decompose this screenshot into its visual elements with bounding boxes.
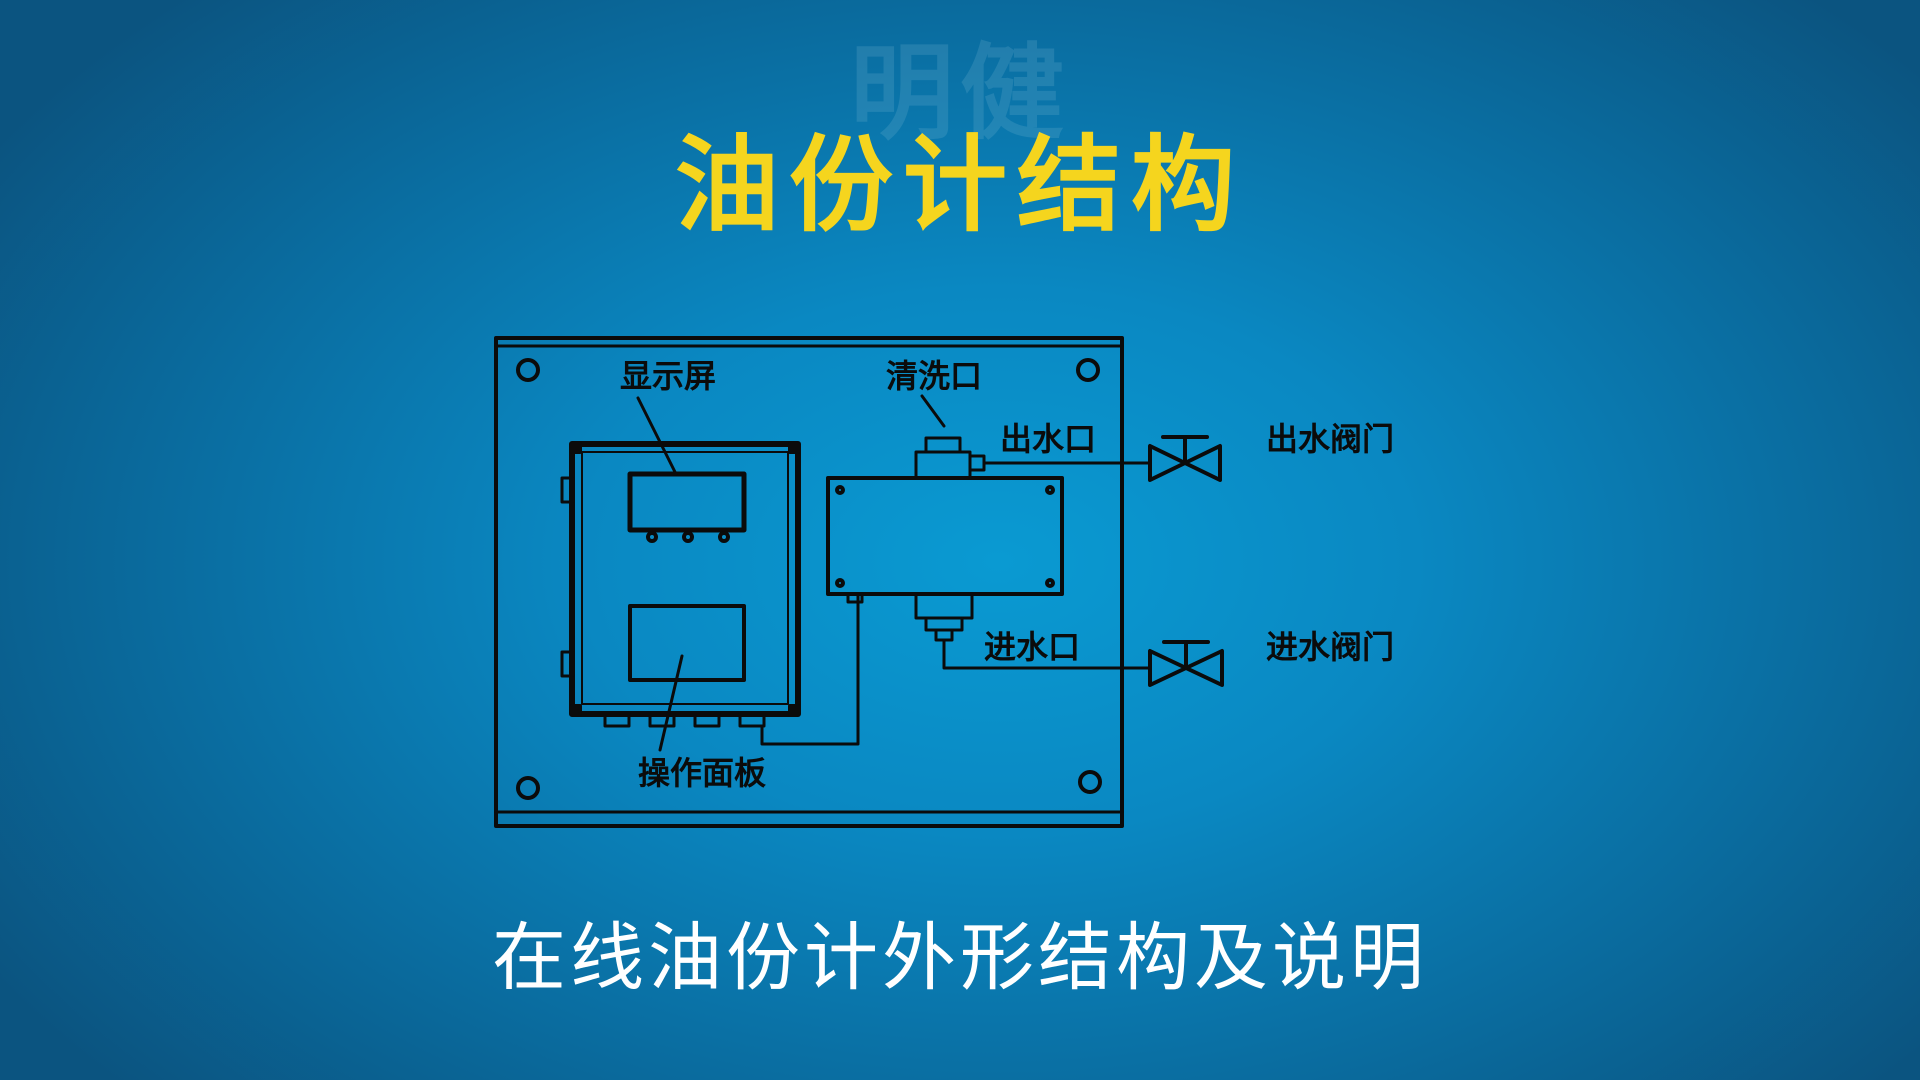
display-led-1 [646, 531, 658, 543]
mount-hole-bottom-right [1078, 770, 1102, 794]
slide-title: 油份计结构 [674, 123, 1245, 246]
label-display-screen: 显示屏 [620, 357, 716, 395]
leader-cleaning-port [920, 394, 946, 428]
mounting-plate [494, 336, 1124, 828]
outlet-valve-icon [1148, 435, 1222, 482]
label-water-outlet: 出水口 [1000, 420, 1096, 458]
outlet-nipple [968, 454, 986, 472]
cleaning-port [914, 436, 972, 480]
slide-subtitle: 在线油份计外形结构及说明 [492, 915, 1428, 1001]
leader-operation-panel [658, 654, 684, 752]
mount-hole-bottom-left [516, 776, 540, 800]
leader-display-screen [636, 396, 678, 476]
operation-panel-window [628, 604, 746, 682]
mount-hole-top-right [1076, 358, 1100, 382]
sensor-chamber [826, 476, 1064, 604]
mount-hole-top-left [516, 358, 540, 382]
display-screen-window [627, 471, 747, 533]
label-inlet-valve: 进水阀门 [1266, 628, 1394, 666]
label-water-inlet: 进水口 [984, 628, 1080, 666]
control-box [560, 441, 801, 717]
signal-cable [760, 592, 860, 746]
label-outlet-valve: 出水阀门 [1266, 420, 1394, 458]
cable-glands [603, 712, 766, 728]
display-led-3 [718, 531, 730, 543]
watermark-logo: 明健 [849, 32, 1070, 154]
inlet-fitting [914, 592, 974, 642]
inlet-pipe [942, 638, 1152, 670]
label-operation-panel: 操作面板 [638, 754, 766, 792]
label-cleaning-port: 清洗口 [886, 357, 982, 395]
display-led-2 [682, 531, 694, 543]
inlet-valve-icon [1148, 640, 1224, 687]
